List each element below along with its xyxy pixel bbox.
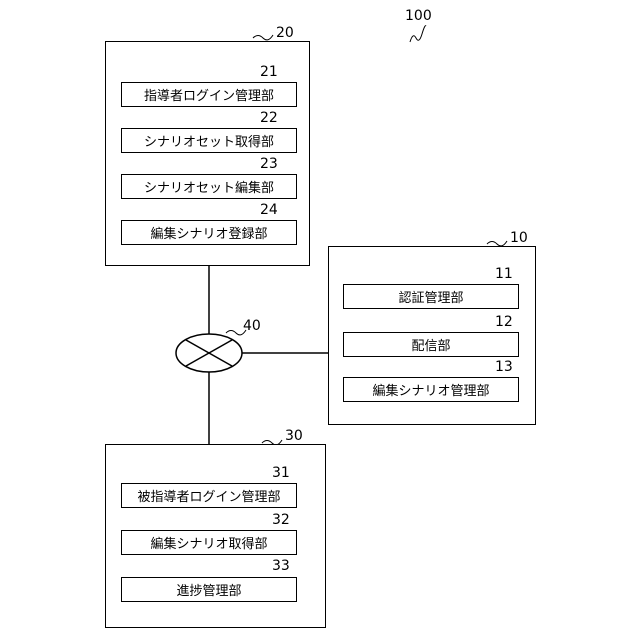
ref-unit-12: 12 <box>495 315 513 329</box>
instructor-login-management-unit: 指導者ログイン管理部 <box>121 82 297 107</box>
authentication-management-unit: 認証管理部 <box>343 284 519 309</box>
network-icon <box>176 334 242 372</box>
trainee-login-management-unit: 被指導者ログイン管理部 <box>121 483 297 508</box>
ref-unit-23: 23 <box>260 157 278 171</box>
ref-server: 10 <box>510 231 528 245</box>
ref-unit-31: 31 <box>272 466 290 480</box>
scenario-set-editing-unit: シナリオセット編集部 <box>121 174 297 199</box>
ref-unit-22: 22 <box>260 111 278 125</box>
distribution-unit: 配信部 <box>343 332 519 357</box>
ref-unit-24: 24 <box>260 203 278 217</box>
ref-instructor-terminal: 20 <box>276 26 294 40</box>
leader-20 <box>253 35 273 40</box>
leader-100 <box>410 26 426 42</box>
edited-scenario-acquisition-unit: 編集シナリオ取得部 <box>121 530 297 555</box>
ref-unit-21: 21 <box>260 65 278 79</box>
ref-trainee-terminal: 30 <box>285 429 303 443</box>
scenario-set-acquisition-unit: シナリオセット取得部 <box>121 128 297 153</box>
edited-scenario-management-unit: 編集シナリオ管理部 <box>343 377 519 402</box>
ref-unit-33: 33 <box>272 559 290 573</box>
edited-scenario-registration-unit: 編集シナリオ登録部 <box>121 220 297 245</box>
ref-unit-11: 11 <box>495 267 513 281</box>
ref-unit-32: 32 <box>272 513 290 527</box>
ref-network: 40 <box>243 319 261 333</box>
ref-unit-13: 13 <box>495 360 513 374</box>
ref-system: 100 <box>405 9 432 23</box>
progress-management-unit: 進捗管理部 <box>121 577 297 602</box>
